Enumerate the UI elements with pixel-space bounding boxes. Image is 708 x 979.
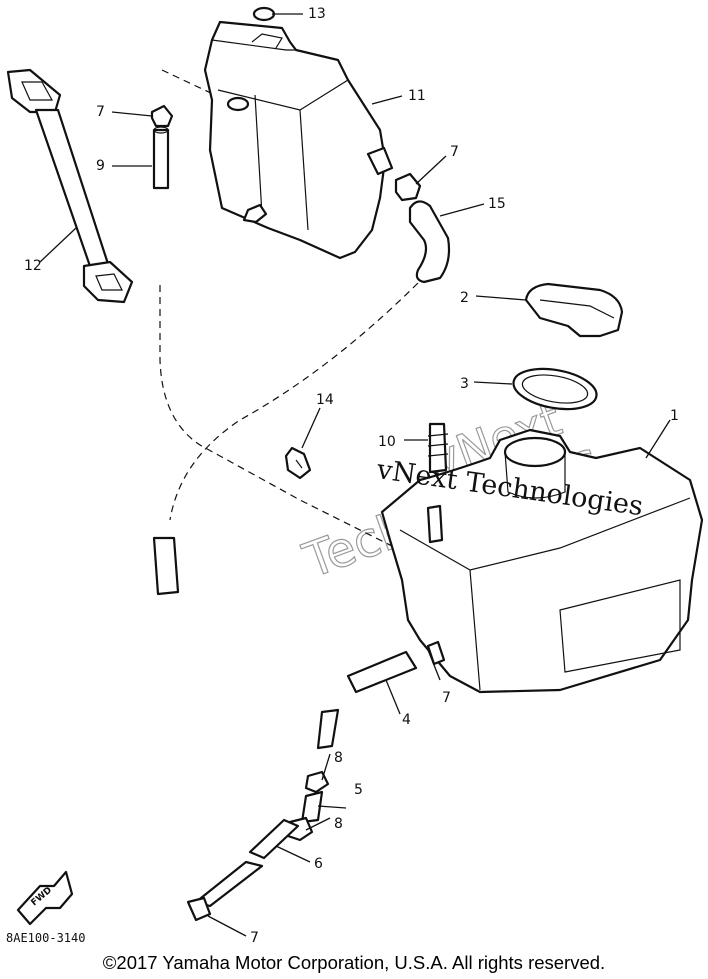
callout-7-top: 7 — [96, 104, 105, 120]
cap-part-13 — [252, 6, 276, 22]
callout-3: 3 — [460, 376, 469, 392]
fitting-part-10 — [427, 422, 449, 474]
callout-7-bottom: 7 — [250, 930, 259, 946]
callout-7-tank: 7 — [442, 690, 451, 706]
callout-12: 12 — [24, 258, 42, 274]
routing-lines — [159, 69, 461, 581]
hose-part-15 — [408, 200, 451, 284]
gasket-part-3 — [512, 367, 598, 411]
pipe-part-5 — [300, 790, 324, 824]
callout-11: 11 — [408, 88, 426, 104]
strap-part-12 — [6, 68, 134, 304]
callouts: 13 11 7 9 7 15 12 2 3 14 10 1 7 4 8 5 8 … — [24, 6, 679, 946]
clamp-part-8-top — [304, 770, 330, 794]
clamp-part-7-top — [150, 104, 174, 128]
callout-8-bottom: 8 — [334, 816, 343, 832]
fwd-arrow-icon: FWD — [16, 870, 74, 926]
callout-1: 1 — [670, 408, 679, 424]
hose-part-6 — [248, 818, 300, 860]
callout-8-top: 8 — [334, 750, 343, 766]
callout-7-right: 7 — [450, 144, 459, 160]
callout-9: 9 — [96, 158, 105, 174]
hose-part-6-lower — [194, 860, 264, 908]
callout-5: 5 — [354, 782, 363, 798]
tank-cap-part-2 — [524, 282, 624, 338]
hose-part-4-lower — [316, 708, 340, 750]
hose-part-9 — [152, 126, 170, 190]
callout-4: 4 — [402, 712, 411, 728]
oil-tank-part-1 — [380, 428, 704, 694]
callout-15: 15 — [488, 196, 506, 212]
callout-6: 6 — [314, 856, 323, 872]
callout-2: 2 — [460, 290, 469, 306]
hose-part-4 — [346, 650, 418, 694]
diagram-code: 8AE100-3140 — [6, 931, 85, 945]
hose-end-left — [152, 536, 180, 596]
clamp-part-7-bottom — [186, 896, 212, 922]
leader-lines — [39, 13, 671, 937]
clip-part-14 — [284, 446, 312, 480]
clamp-part-7-right — [394, 172, 422, 202]
callout-14: 14 — [316, 392, 334, 408]
copyright-notice: ©2017 Yamaha Motor Corporation, U.S.A. A… — [102, 952, 606, 973]
reservoir-tank-part-11 — [203, 20, 394, 260]
callout-10: 10 — [378, 434, 396, 450]
callout-13: 13 — [308, 6, 326, 22]
